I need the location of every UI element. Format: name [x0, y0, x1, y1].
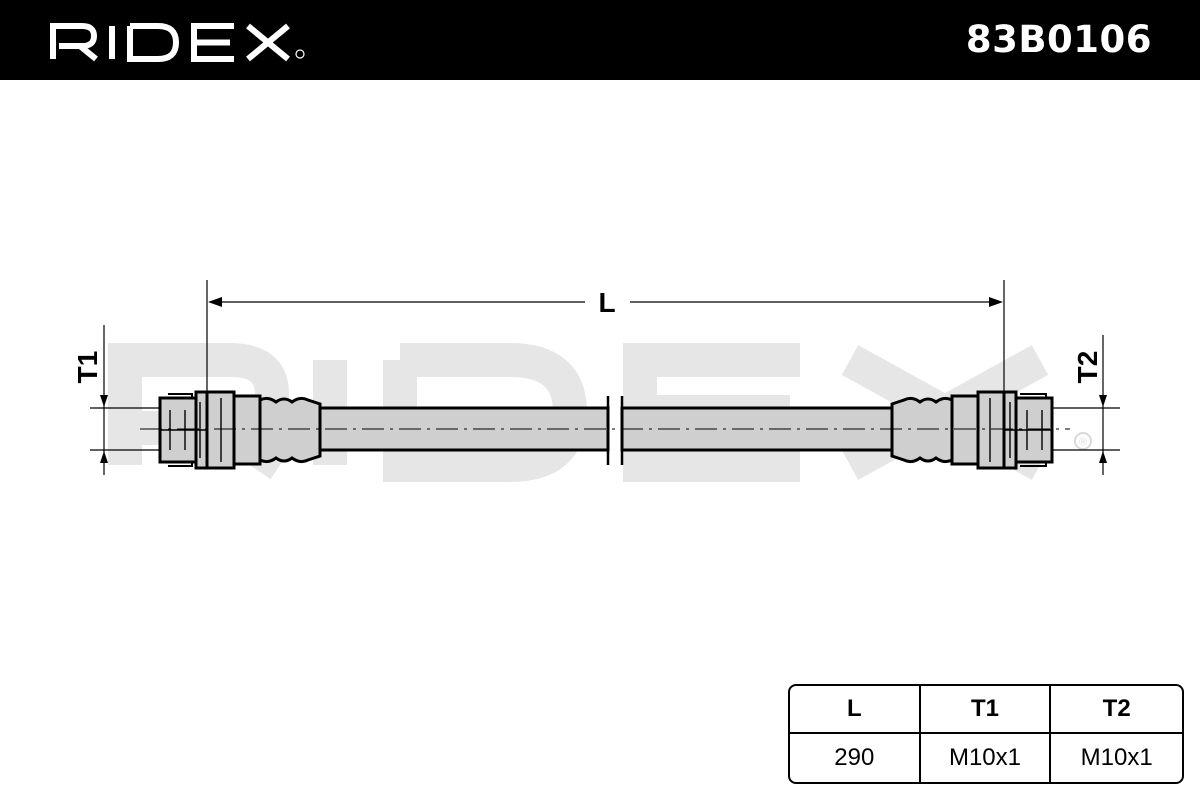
brake-hose-icon	[158, 390, 1054, 470]
registered-mark: ®	[1079, 437, 1087, 449]
spec-value-t1: M10x1	[921, 734, 1052, 782]
spec-header-t1: T1	[920, 686, 1052, 734]
header-bar: 83B0106	[0, 0, 1200, 80]
technical-drawing: ® L T1 T2	[72, 280, 1120, 482]
part-number: 83B0106	[965, 18, 1152, 61]
spec-value-l: 290	[790, 734, 921, 782]
spec-table: L T1 T2 290 M10x1 M10x1	[788, 684, 1184, 784]
spec-header-l: L	[790, 686, 921, 734]
dimension-label-t1: T1	[72, 351, 103, 384]
dimension-label-t2: T2	[1072, 351, 1103, 384]
registered-mark-icon: ®	[1074, 432, 1092, 450]
ridex-logo-icon	[50, 23, 305, 62]
dimension-label-l: L	[598, 287, 615, 318]
spec-value-t2: M10x1	[1080, 744, 1153, 771]
fitting-details	[160, 398, 1052, 462]
spec-header-t2: T2	[1051, 686, 1182, 734]
dimension-t2	[1050, 335, 1120, 475]
dimension-t1	[90, 325, 160, 475]
